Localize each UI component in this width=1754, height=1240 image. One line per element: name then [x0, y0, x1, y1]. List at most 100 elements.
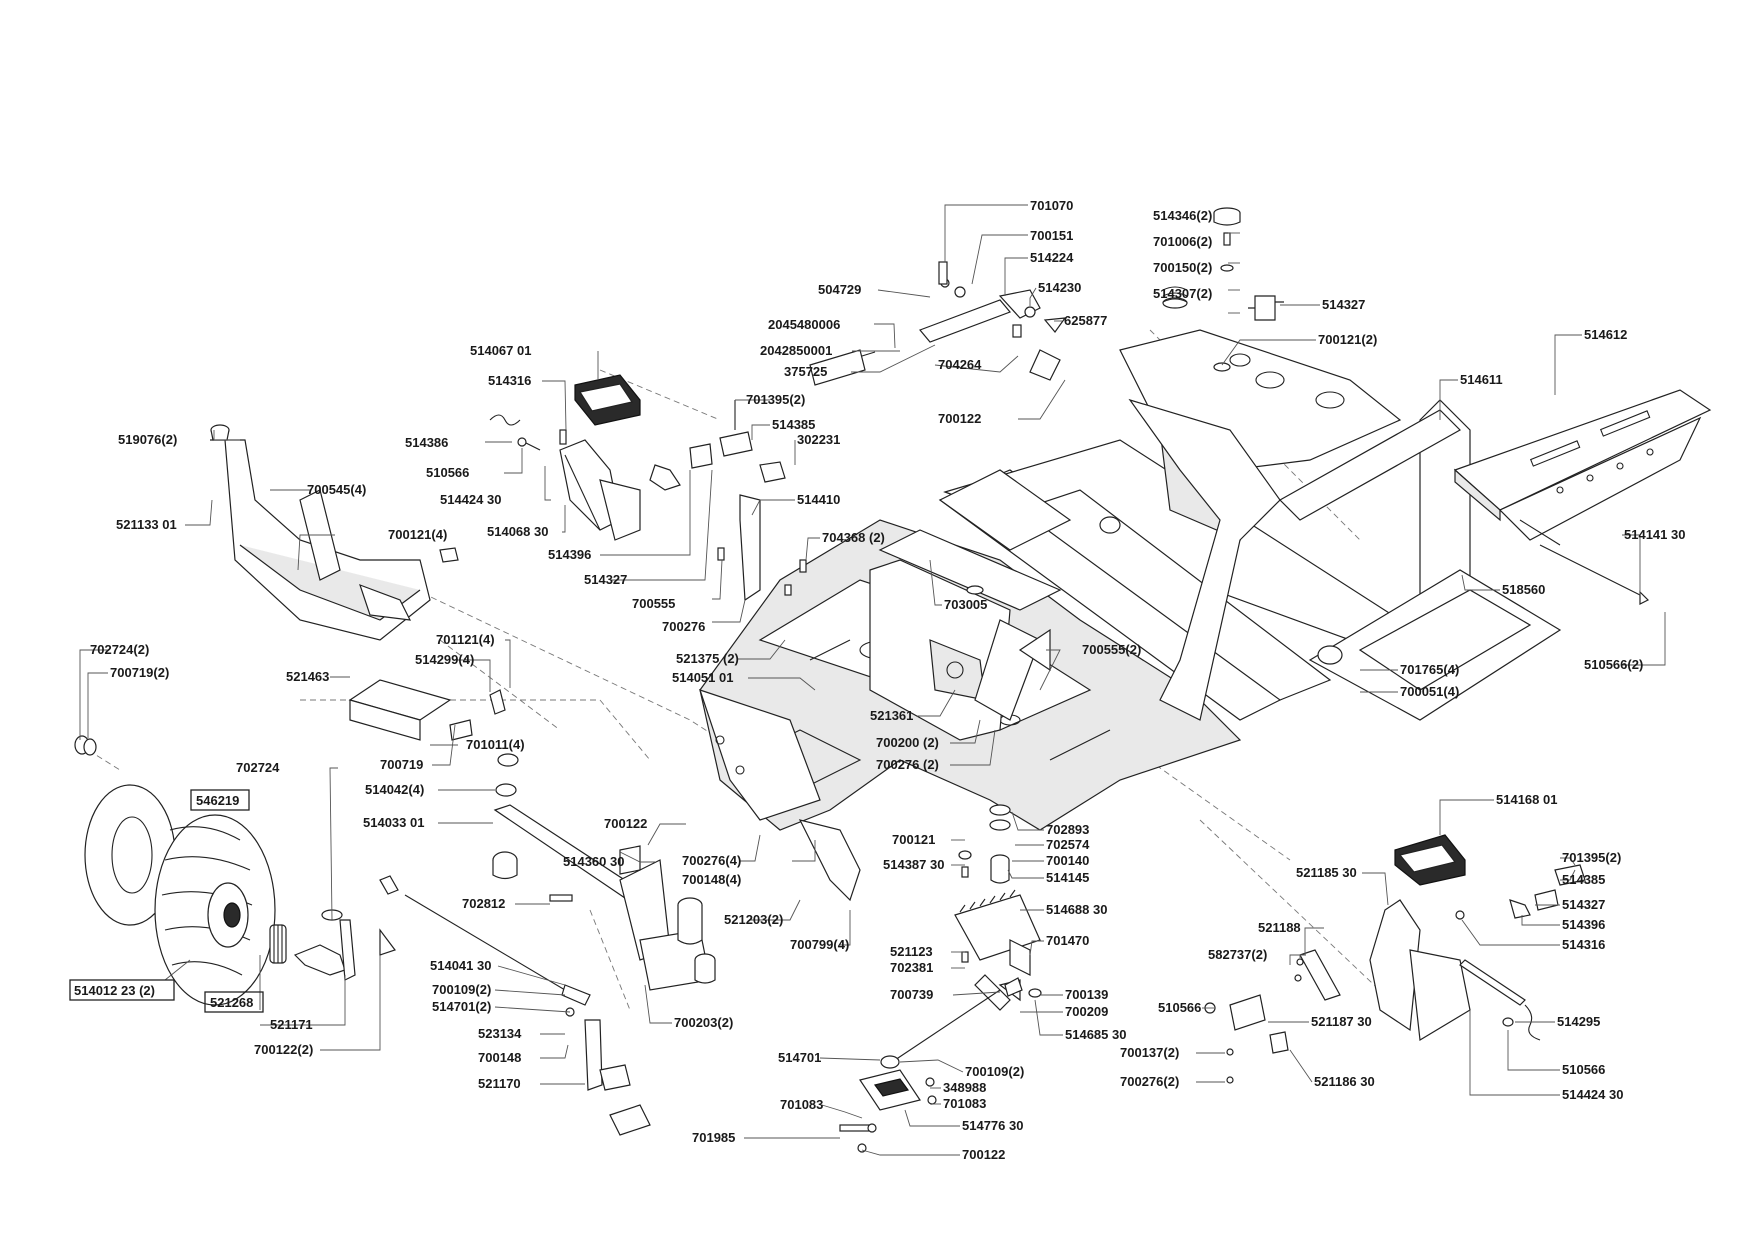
label-700122-wheel: 700122(2)	[254, 1042, 313, 1057]
label-348988: 348988	[943, 1080, 986, 1095]
label-702574: 702574	[1046, 837, 1090, 852]
box-546219	[190, 789, 250, 811]
label-700051: 700051(4)	[1400, 684, 1459, 699]
label-702381: 702381	[890, 960, 933, 975]
label-514410: 514410	[797, 492, 840, 507]
label-521268: 521268	[210, 995, 253, 1010]
label-700122-top: 700122	[938, 411, 981, 426]
label-521463: 521463	[286, 669, 329, 684]
drag-link	[880, 977, 1042, 1069]
label-514067: 514067 01	[470, 343, 531, 358]
label-701083-right: 701083	[943, 1096, 986, 1111]
label-514396-right: 514396	[1562, 917, 1605, 932]
label-514327-top: 514327	[1322, 297, 1365, 312]
label-521170: 521170	[478, 1076, 521, 1091]
label-514385-right: 514385	[1562, 872, 1605, 887]
label-514386: 514386	[405, 435, 448, 450]
label-514168: 514168 01	[1496, 792, 1557, 807]
label-521123: 521123	[890, 944, 933, 959]
label-701765: 701765(4)	[1400, 662, 1459, 677]
label-514424-left: 514424 30	[440, 492, 501, 507]
label-514688: 514688 30	[1046, 902, 1107, 917]
label-700151: 700151	[1030, 228, 1073, 243]
label-514012: 514012 23 (2)	[74, 983, 155, 998]
label-700276: 700276	[662, 619, 705, 634]
label-582737: 582737(2)	[1208, 947, 1267, 962]
rear-hitch-plate	[1453, 389, 1712, 546]
label-375725: 375725	[784, 364, 827, 379]
right-footrest	[1369, 834, 1541, 1041]
label-701070: 701070	[1030, 198, 1073, 213]
label-514387: 514387 30	[883, 857, 944, 872]
label-514701: 514701	[778, 1050, 821, 1065]
label-701121: 701121(4)	[436, 632, 495, 647]
label-700139: 700139	[1065, 987, 1108, 1002]
bracket-521463	[348, 679, 519, 797]
label-704368: 704368 (2)	[822, 530, 885, 545]
label-700137: 700137(2)	[1120, 1045, 1179, 1060]
label-700122-bottom: 700122	[962, 1147, 1005, 1162]
label-514307: 514307(2)	[1153, 286, 1212, 301]
spindles	[293, 875, 651, 1136]
label-504729: 504729	[818, 282, 861, 297]
label-514360: 514360 30	[563, 854, 624, 869]
label-514299: 514299(4)	[415, 652, 474, 667]
box-514012	[69, 979, 175, 1001]
label-514224: 514224	[1030, 250, 1074, 265]
label-2042850001: 2042850001	[760, 343, 832, 358]
label-702812: 702812	[462, 896, 505, 911]
label-700122-axle: 700122	[604, 816, 647, 831]
label-514316-left: 514316	[488, 373, 531, 388]
label-514424-right: 514424 30	[1562, 1087, 1623, 1102]
label-700200: 700200 (2)	[876, 735, 939, 750]
label-514068: 514068 30	[487, 524, 548, 539]
label-514295: 514295	[1557, 1014, 1600, 1029]
label-302231: 302231	[797, 432, 840, 447]
label-700555-mid: 700555(2)	[1082, 642, 1141, 657]
label-701985: 701985	[692, 1130, 735, 1145]
label-514327-left: 514327	[584, 572, 627, 587]
label-700276-right: 700276(2)	[1120, 1074, 1179, 1089]
rod-514141	[1539, 544, 1650, 605]
label-700121-mid: 700121	[892, 832, 935, 847]
label-700148: 700148	[478, 1050, 521, 1065]
label-701011: 701011(4)	[466, 737, 525, 752]
label-546219: 546219	[196, 793, 239, 808]
label-514327-right: 514327	[1562, 897, 1605, 912]
front-axle	[492, 804, 716, 991]
label-700109: 700109(2)	[965, 1064, 1024, 1079]
steering-sector	[954, 804, 1041, 1011]
label-700799: 700799(4)	[790, 937, 849, 952]
label-514385-left: 514385	[772, 417, 815, 432]
label-514042: 514042(4)	[365, 782, 424, 797]
label-521185: 521185 30	[1296, 865, 1357, 880]
label-701470: 701470	[1046, 933, 1089, 948]
label-2045480006: 2045480006	[768, 317, 840, 332]
top-fittings	[1162, 207, 1284, 372]
label-700209: 700209	[1065, 1004, 1108, 1019]
label-702724-pair: 702724(2)	[90, 642, 149, 657]
label-521203: 521203(2)	[724, 912, 783, 927]
label-700276-mid: 700276 (2)	[876, 757, 939, 772]
label-521133: 521133 01	[116, 517, 177, 532]
label-514051: 514051 01	[672, 670, 733, 685]
chassis-frame	[699, 329, 1562, 902]
label-514701-left: 514701(2)	[432, 999, 491, 1014]
label-702893: 702893	[1046, 822, 1089, 837]
box-521268	[204, 991, 264, 1013]
label-514141: 514141 30	[1624, 527, 1685, 542]
label-703005: 703005	[944, 597, 987, 612]
label-510566-bottom: 510566	[1562, 1062, 1605, 1077]
label-521186: 521186 30	[1314, 1074, 1375, 1089]
label-510566-left: 510566	[426, 465, 469, 480]
label-702724: 702724	[236, 760, 280, 775]
label-514316-right: 514316	[1562, 937, 1605, 952]
label-700719: 700719	[380, 757, 423, 772]
label-514145: 514145	[1046, 870, 1089, 885]
label-704264: 704264	[938, 357, 982, 372]
label-700545: 700545(4)	[307, 482, 366, 497]
label-701083-left: 701083	[780, 1097, 823, 1112]
label-514033: 514033 01	[363, 815, 424, 830]
label-521187: 521187 30	[1311, 1014, 1372, 1029]
